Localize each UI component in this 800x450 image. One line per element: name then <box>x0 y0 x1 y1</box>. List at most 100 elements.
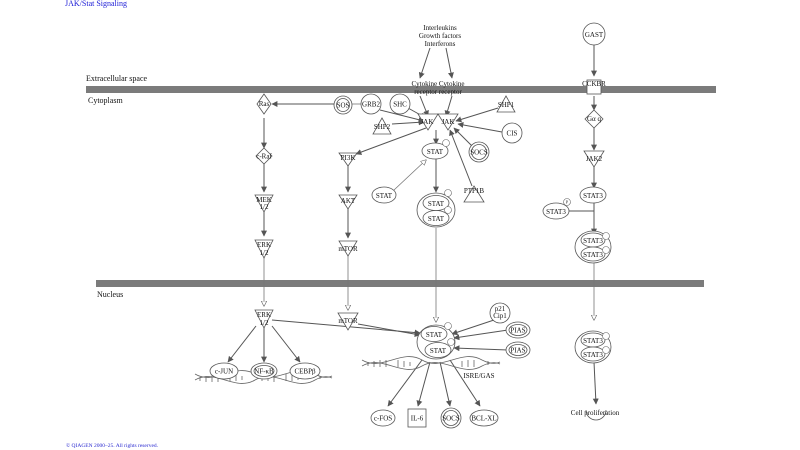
node-stat3-dimer-cyto[interactable]: STAT3 STAT3 <box>574 230 612 264</box>
node-erk-cyto[interactable]: ERK 1/2 <box>254 239 274 259</box>
ligands-group[interactable]: Interleukins Growth factors Interferons <box>419 24 461 48</box>
shp1-label: SHP1 <box>498 101 515 109</box>
ligand-interferons: Interferons <box>425 40 456 48</box>
gaq-label: Gα q <box>587 115 601 123</box>
stat3-phospho-label: STAT3 <box>546 208 566 216</box>
dna-helix-right <box>361 356 501 370</box>
node-shc[interactable]: SHC <box>389 93 411 115</box>
copyright-notice: © QIAGEN 2000–25. All rights reserved. <box>66 442 159 449</box>
nfkb-label: NF-κB <box>254 368 274 376</box>
node-il6[interactable]: IL-6 <box>407 408 427 428</box>
il6-label: IL-6 <box>411 415 424 423</box>
jak2-label: JAK2 <box>586 155 603 163</box>
node-cis[interactable]: CIS <box>501 122 523 144</box>
receptor-label-line2: receptor receptor <box>414 88 462 96</box>
receptor-label-line1: Cytokine Cytokine <box>411 80 464 88</box>
node-cfos[interactable]: c-FOS <box>370 409 396 427</box>
node-socs-nuc[interactable]: SOCS <box>440 407 462 429</box>
node-stat-dimer-cyto[interactable]: STAT STAT <box>416 189 456 228</box>
cebpb-label: CEBPβ <box>294 368 316 376</box>
node-gast[interactable]: GAST <box>582 22 606 46</box>
isre-gas-label: ISRE/GAS <box>463 372 494 380</box>
stat-dimer-cyto-top: STAT <box>428 200 445 208</box>
node-shp1[interactable]: SHP1 <box>496 95 516 113</box>
stat-dimer-nuc-bottom: STAT <box>430 347 447 355</box>
cis-label: CIS <box>507 130 518 138</box>
node-mtor-cyto[interactable]: mTOR <box>338 240 358 257</box>
node-ptp1b[interactable]: PTP1B <box>463 185 485 203</box>
cip1-label: Cip1 <box>493 312 507 320</box>
node-pi3k[interactable]: PI3K <box>338 152 358 167</box>
stat-free-label: STAT <box>376 192 393 200</box>
node-cjun[interactable]: c-JUN <box>209 362 239 380</box>
node-stat-cyto[interactable]: STAT <box>421 139 450 160</box>
cytoplasm-label: Cytoplasm <box>88 96 123 105</box>
node-jak2[interactable]: JAK2 <box>583 150 605 168</box>
mek-sub-label: 1/2 <box>260 203 269 211</box>
node-stat3-phospho[interactable]: STAT3 P <box>542 198 571 220</box>
node-pias-1[interactable]: PIAS <box>505 321 531 339</box>
node-stat3[interactable]: STAT3 <box>579 186 607 204</box>
node-stat3-dimer-nuc[interactable]: STAT3 STAT3 <box>574 330 612 364</box>
erk-nuc-sub-label: 1/2 <box>260 319 269 327</box>
node-bclxl[interactable]: BCL-XL <box>469 409 499 427</box>
stat-dimer-nuc-top: STAT <box>426 331 443 339</box>
node-cell-proliferation[interactable]: Cell proliferation <box>571 409 620 421</box>
node-shp2[interactable]: SHP2 <box>372 117 392 135</box>
stat3-dimer-nuc-top: STAT3 <box>583 337 603 345</box>
socs-cyto-label: SOCS <box>470 149 488 157</box>
erk-nuc-label: ERK <box>257 311 271 319</box>
node-p21-cip1[interactable]: p21 Cip1 <box>489 302 511 324</box>
akt-label: AKT <box>341 197 356 205</box>
node-nfkb[interactable]: NF-κB <box>250 362 278 380</box>
stat3-dimer-cyto-bottom: STAT3 <box>583 251 603 259</box>
erk-cyto-label: ERK <box>257 241 271 249</box>
plasma-membrane <box>86 86 716 93</box>
socs-nuc-label: SOCS <box>442 415 460 423</box>
cjun-label: c-JUN <box>215 368 233 376</box>
node-mek[interactable]: MEK 1/2 <box>254 194 274 213</box>
node-pias-2[interactable]: PIAS <box>505 341 531 359</box>
node-erk-nuc[interactable]: ERK 1/2 <box>254 309 274 329</box>
stat3-dimer-cyto-top: STAT3 <box>583 237 603 245</box>
shc-label: SHC <box>393 101 407 109</box>
sos-label: SOS <box>337 102 350 110</box>
node-jak-pair[interactable]: JAK JAK <box>417 113 459 131</box>
cfos-label: c-FOS <box>374 415 392 423</box>
node-cckbr[interactable]: CCKBR <box>582 79 606 95</box>
node-gaq[interactable]: Gα q <box>584 109 604 129</box>
cckbr-label: CCKBR <box>582 80 606 88</box>
grb2-label: GRB2 <box>362 101 380 109</box>
cell-proliferation-label: Cell proliferation <box>571 409 620 417</box>
jak-right-label: JAK <box>442 118 455 126</box>
cytokine-receptor[interactable]: Cytokine Cytokine receptor receptor <box>411 80 464 96</box>
pias-1-label: PIAS <box>510 327 525 335</box>
node-sos[interactable]: SOS <box>333 95 353 115</box>
pias-2-label: PIAS <box>510 347 525 355</box>
ptp1b-label: PTP1B <box>464 187 485 195</box>
node-mtor-nuc[interactable]: mTOR <box>337 312 359 331</box>
stat3-dimer-nuc-bottom: STAT3 <box>583 351 603 359</box>
stat-cyto-label: STAT <box>427 148 444 156</box>
stat3-phospho-p: P <box>566 200 569 205</box>
gast-label: GAST <box>585 31 604 39</box>
diagram-title[interactable]: JAK/Stat Signaling <box>65 0 127 8</box>
craf-label: c-Raf <box>256 153 272 161</box>
erk-cyto-sub-label: 1/2 <box>260 249 269 257</box>
node-stat-dimer-nuc[interactable]: STAT STAT <box>416 322 456 360</box>
edges <box>227 45 599 407</box>
nucleus-label: Nucleus <box>97 290 123 299</box>
node-cebpb[interactable]: CEBPβ <box>289 362 321 380</box>
node-grb2[interactable]: GRB2 <box>360 93 382 115</box>
shp2-label: SHP2 <box>374 123 391 131</box>
node-stat-free[interactable]: STAT <box>371 186 397 204</box>
ligand-growth-factors: Growth factors <box>419 32 461 40</box>
node-ras[interactable]: Ras <box>256 93 272 115</box>
node-craf[interactable]: c-Raf <box>255 147 273 165</box>
jak-left-label: JAK <box>421 118 434 126</box>
node-akt[interactable]: AKT <box>338 194 358 210</box>
node-socs-cyto[interactable]: SOCS <box>468 141 490 163</box>
pi3k-label: PI3K <box>341 154 356 162</box>
stat3-label: STAT3 <box>583 192 603 200</box>
